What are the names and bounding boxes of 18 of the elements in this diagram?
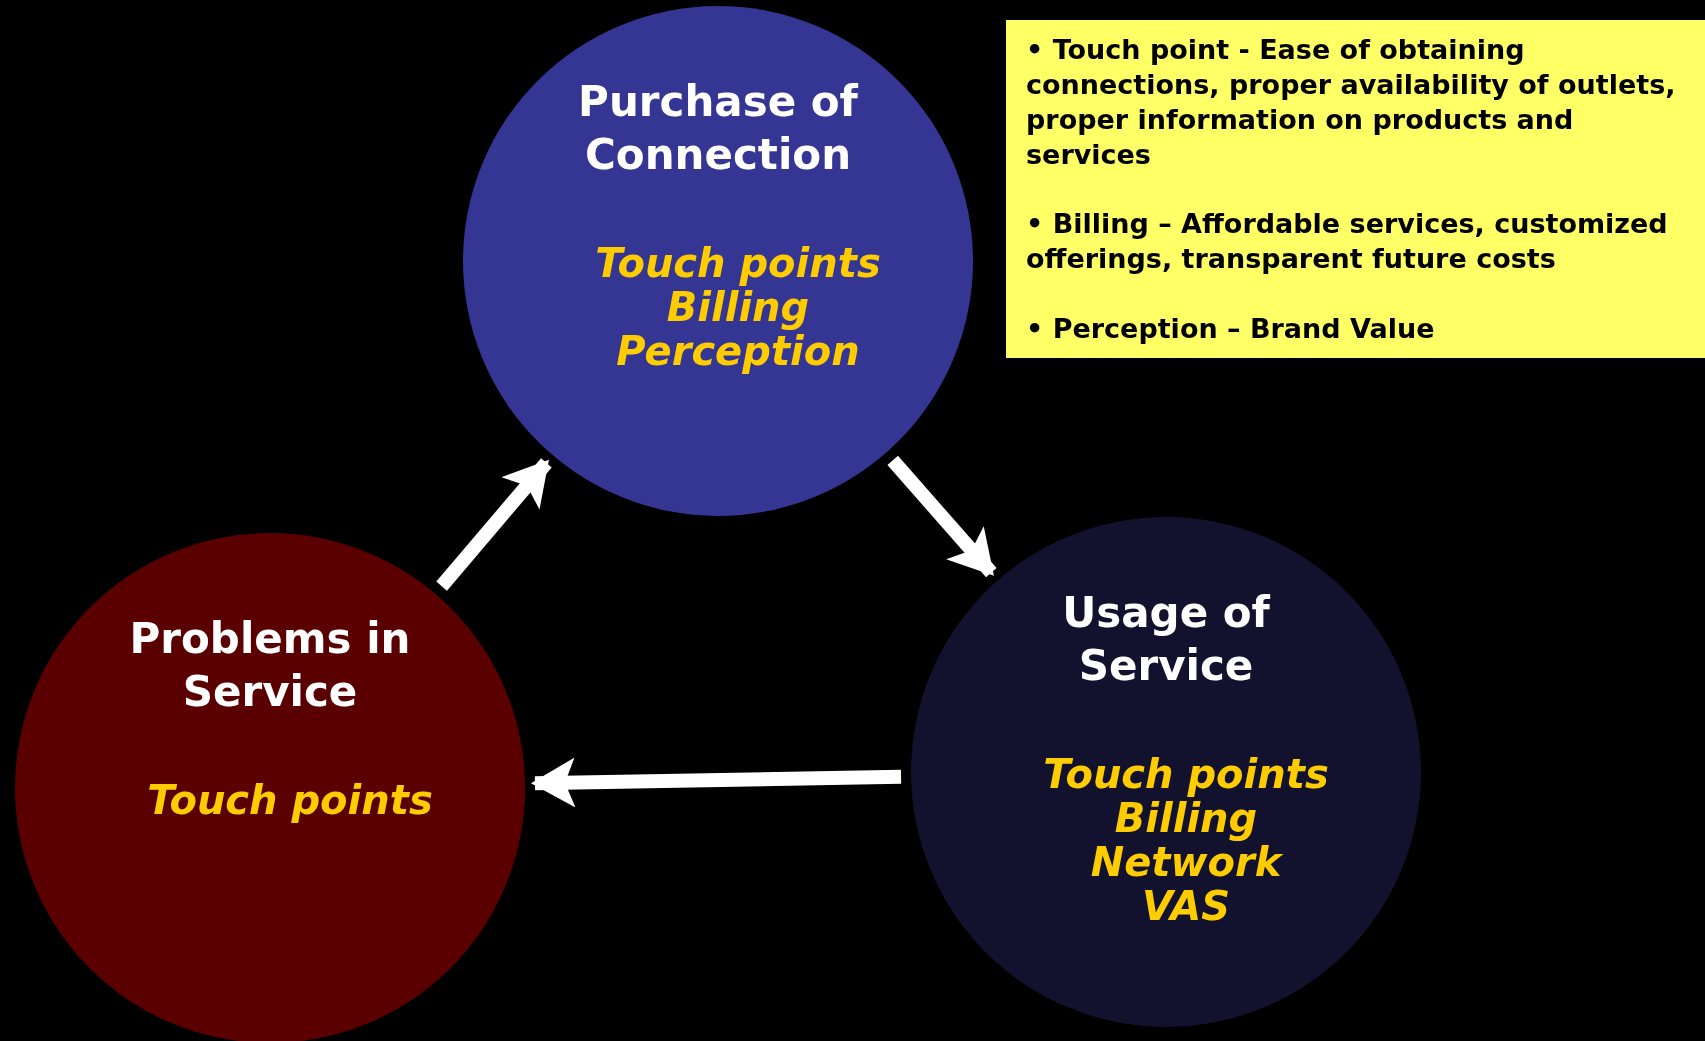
factor-text: VAS: [1142, 884, 1230, 928]
stage-title: Problems in Service: [128, 613, 412, 718]
bullet-text: • Perception – Brand Value: [1026, 311, 1436, 346]
stage-title: Purchase of Connection: [577, 76, 859, 181]
bullet-text: • Billing – Affordable services, customized offerings, transparent future costs: [1026, 207, 1669, 277]
stage-title: Usage of Service: [1061, 587, 1271, 692]
factor-text: Billing: [666, 285, 810, 329]
factor-text: Touch points: [147, 778, 433, 822]
factor-text: Perception: [616, 329, 860, 373]
factor-text: Touch points: [595, 241, 881, 285]
factor-text: Billing: [1114, 796, 1258, 840]
factor-text: Touch points: [1043, 752, 1329, 796]
arrow: [530, 757, 902, 808]
bullet-text: • Touch point - Ease of obtaining connections, proper availability of outlets, proper information on products and services: [1026, 33, 1677, 173]
arrow: [436, 458, 552, 591]
note-box: [1006, 20, 1705, 358]
factor-text: Network: [1090, 840, 1282, 884]
arrow: [887, 455, 997, 578]
